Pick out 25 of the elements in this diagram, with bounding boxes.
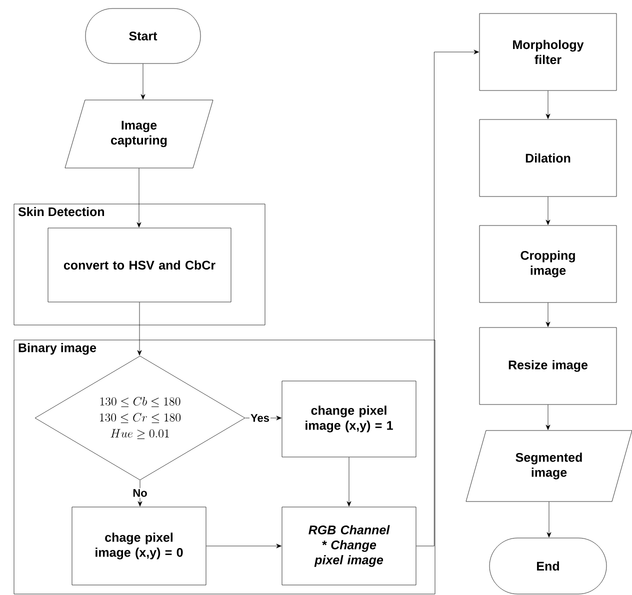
arrow xyxy=(546,90,550,119)
arrow xyxy=(245,416,282,420)
arrow xyxy=(546,502,552,538)
process-box: chage pixel image (x,y) = 0 xyxy=(72,506,206,586)
process-box: Cropping image xyxy=(479,225,617,303)
process-box: convert to HSV and CbCr xyxy=(48,228,232,302)
data-parallelogram: Segmented image xyxy=(466,430,632,502)
arrow xyxy=(416,50,479,546)
edge-label: Yes xyxy=(250,413,270,423)
process-box: RGB Channel * Change pixel image xyxy=(282,506,416,586)
arrow xyxy=(138,480,142,506)
process-box: change pixel image (x,y) = 1 xyxy=(282,380,416,458)
arrow xyxy=(137,302,142,356)
arrow xyxy=(206,544,282,548)
edge-label: No xyxy=(132,488,148,498)
arrow xyxy=(136,168,142,228)
process-box: Dilation xyxy=(479,119,617,197)
arrow xyxy=(346,457,352,506)
arrow xyxy=(546,404,550,430)
arrow xyxy=(140,64,146,100)
arrow xyxy=(546,302,550,327)
process-box: Morphology filter xyxy=(479,13,617,91)
arrow xyxy=(546,196,550,225)
process-box: Resize image xyxy=(479,327,617,405)
data-parallelogram: Image capturing xyxy=(64,100,214,168)
